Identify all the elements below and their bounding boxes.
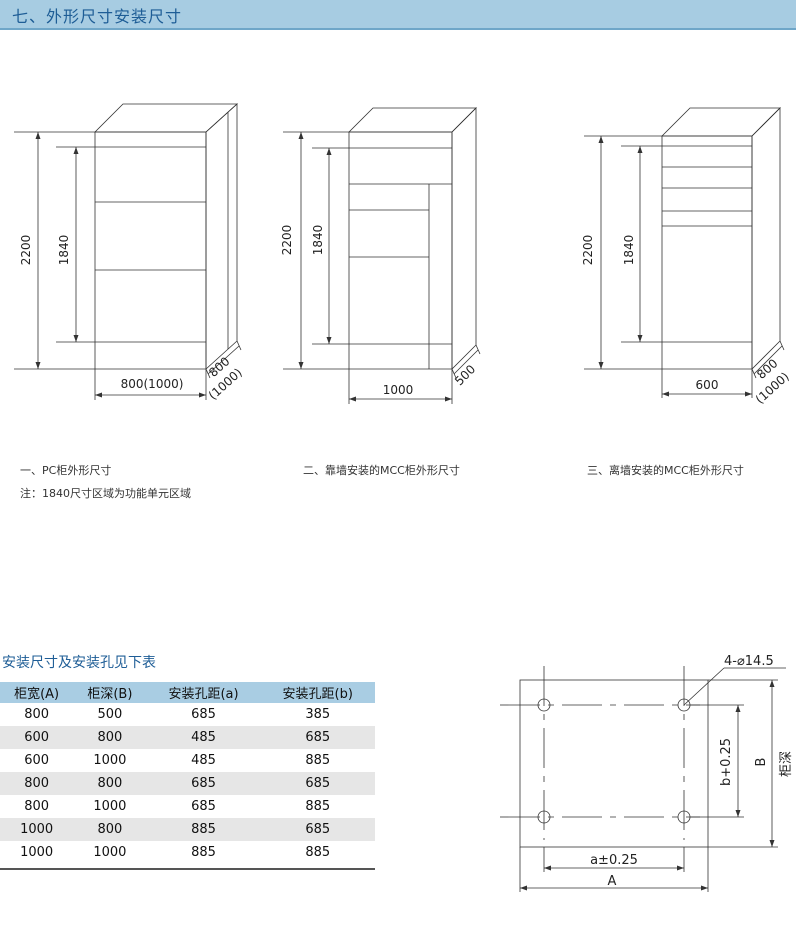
table-row: 1000 1000 885 885 bbox=[0, 841, 375, 864]
dim-width-label: 1000 bbox=[383, 383, 414, 397]
table-cell: 1000 bbox=[93, 845, 127, 860]
cabinet-front bbox=[94, 131, 207, 370]
dim-A-label: A bbox=[608, 874, 617, 889]
mount-hole bbox=[537, 810, 551, 824]
table-cell: 685 bbox=[191, 707, 216, 722]
table-cell: 1000 bbox=[0, 818, 74, 841]
dim-width-label: 800(1000) bbox=[121, 377, 184, 391]
table-row: 1000 800 885 685 bbox=[0, 818, 375, 841]
cabinet-mcc-wall-drawing bbox=[283, 107, 481, 404]
dim-b-label: b+0.25 bbox=[719, 738, 734, 786]
table-cell: 600 bbox=[0, 726, 74, 749]
dim-func-label: 1840 bbox=[311, 225, 325, 256]
install-dimension-table: 柜宽(A) 柜深(B) 安装孔距(a) 安装孔距(b) 800 500 685 … bbox=[0, 682, 375, 864]
cabinet-side bbox=[751, 107, 781, 370]
hole-spec-label: 4-⌀14.5 bbox=[724, 654, 774, 669]
col-hole-a-header: 安装孔距(a) bbox=[146, 682, 261, 703]
cabinet-front bbox=[348, 131, 453, 370]
cabinet-front bbox=[661, 135, 753, 370]
table-cell: 1000 bbox=[20, 845, 54, 860]
cabinet-mcc-free-drawing bbox=[584, 107, 785, 398]
table-cell: 885 bbox=[146, 818, 261, 841]
table-header-row: 柜宽(A) 柜深(B) 安装孔距(a) 安装孔距(b) bbox=[0, 682, 375, 703]
dim-B-label: B bbox=[754, 758, 769, 767]
table-row: 600 800 485 685 bbox=[0, 726, 375, 749]
plan-outline bbox=[519, 679, 709, 848]
table-cell: 885 bbox=[305, 845, 331, 860]
table-bottom-rule bbox=[0, 868, 375, 870]
table-cell: 885 bbox=[191, 845, 216, 860]
mounting-plan-drawing bbox=[500, 666, 786, 892]
table-row: 800 500 685 385 bbox=[0, 703, 375, 726]
note-text: 注：1840尺寸区域为功能单元区域 bbox=[20, 487, 191, 500]
table-cell: 685 bbox=[260, 818, 375, 841]
table-cell: 800 bbox=[73, 818, 147, 841]
col-width-header: 柜宽(A) bbox=[0, 682, 74, 703]
table-cell: 885 bbox=[305, 753, 331, 768]
depth-label: 柜深 bbox=[779, 751, 794, 777]
table-cell: 800 bbox=[24, 799, 50, 814]
table-cell: 500 bbox=[97, 707, 123, 722]
cabinet-side bbox=[451, 107, 477, 370]
dim-height-label: 2200 bbox=[19, 235, 33, 266]
table-cell: 800 bbox=[0, 772, 74, 795]
table-row: 800 1000 685 885 bbox=[0, 795, 375, 818]
cabinet-top bbox=[94, 103, 239, 133]
table-cell: 800 bbox=[73, 772, 147, 795]
cabinet-side bbox=[205, 103, 238, 370]
col-hole-b-header: 安装孔距(b) bbox=[260, 682, 375, 703]
table-cell: 385 bbox=[305, 707, 331, 722]
table-row: 600 1000 485 885 bbox=[0, 749, 375, 772]
cabinet-top bbox=[661, 107, 781, 137]
table-cell: 685 bbox=[260, 726, 375, 749]
dim-width-label: 600 bbox=[696, 378, 719, 392]
table-cell: 685 bbox=[146, 772, 261, 795]
dim-func-label: 1840 bbox=[622, 235, 636, 266]
dim-height-label: 2200 bbox=[581, 235, 595, 266]
table-cell: 800 bbox=[24, 707, 50, 722]
cabinet-top bbox=[348, 107, 477, 133]
cabinet-pc-drawing bbox=[14, 103, 242, 400]
table-cell: 800 bbox=[73, 726, 147, 749]
caption-mcc-wall: 二、靠墙安装的MCC柜外形尺寸 bbox=[303, 464, 460, 477]
header-underline bbox=[0, 28, 796, 30]
mount-hole bbox=[537, 698, 551, 712]
table-cell: 685 bbox=[260, 772, 375, 795]
dim-height-label: 2200 bbox=[280, 225, 294, 256]
dim-depth-label: 500 bbox=[452, 362, 478, 388]
caption-mcc-free: 三、离墙安装的MCC柜外形尺寸 bbox=[587, 464, 744, 477]
col-depth-header: 柜深(B) bbox=[73, 682, 147, 703]
caption-pc: 一、PC柜外形尺寸 bbox=[20, 464, 112, 477]
table-cell: 600 bbox=[24, 753, 50, 768]
table-cell: 485 bbox=[191, 753, 216, 768]
table-cell: 485 bbox=[146, 726, 261, 749]
table-row: 800 800 685 685 bbox=[0, 772, 375, 795]
dim-func-label: 1840 bbox=[57, 235, 71, 266]
table-cell: 885 bbox=[305, 799, 331, 814]
table-cell: 1000 bbox=[93, 799, 127, 814]
section-header: 七、外形尺寸安装尺寸 bbox=[0, 0, 796, 30]
dim-a-label: a±0.25 bbox=[590, 853, 638, 868]
section-title: 七、外形尺寸安装尺寸 bbox=[12, 7, 183, 26]
table-cell: 685 bbox=[191, 799, 216, 814]
install-table-title: 安装尺寸及安装孔见下表 bbox=[2, 655, 156, 671]
table-cell: 1000 bbox=[93, 753, 127, 768]
